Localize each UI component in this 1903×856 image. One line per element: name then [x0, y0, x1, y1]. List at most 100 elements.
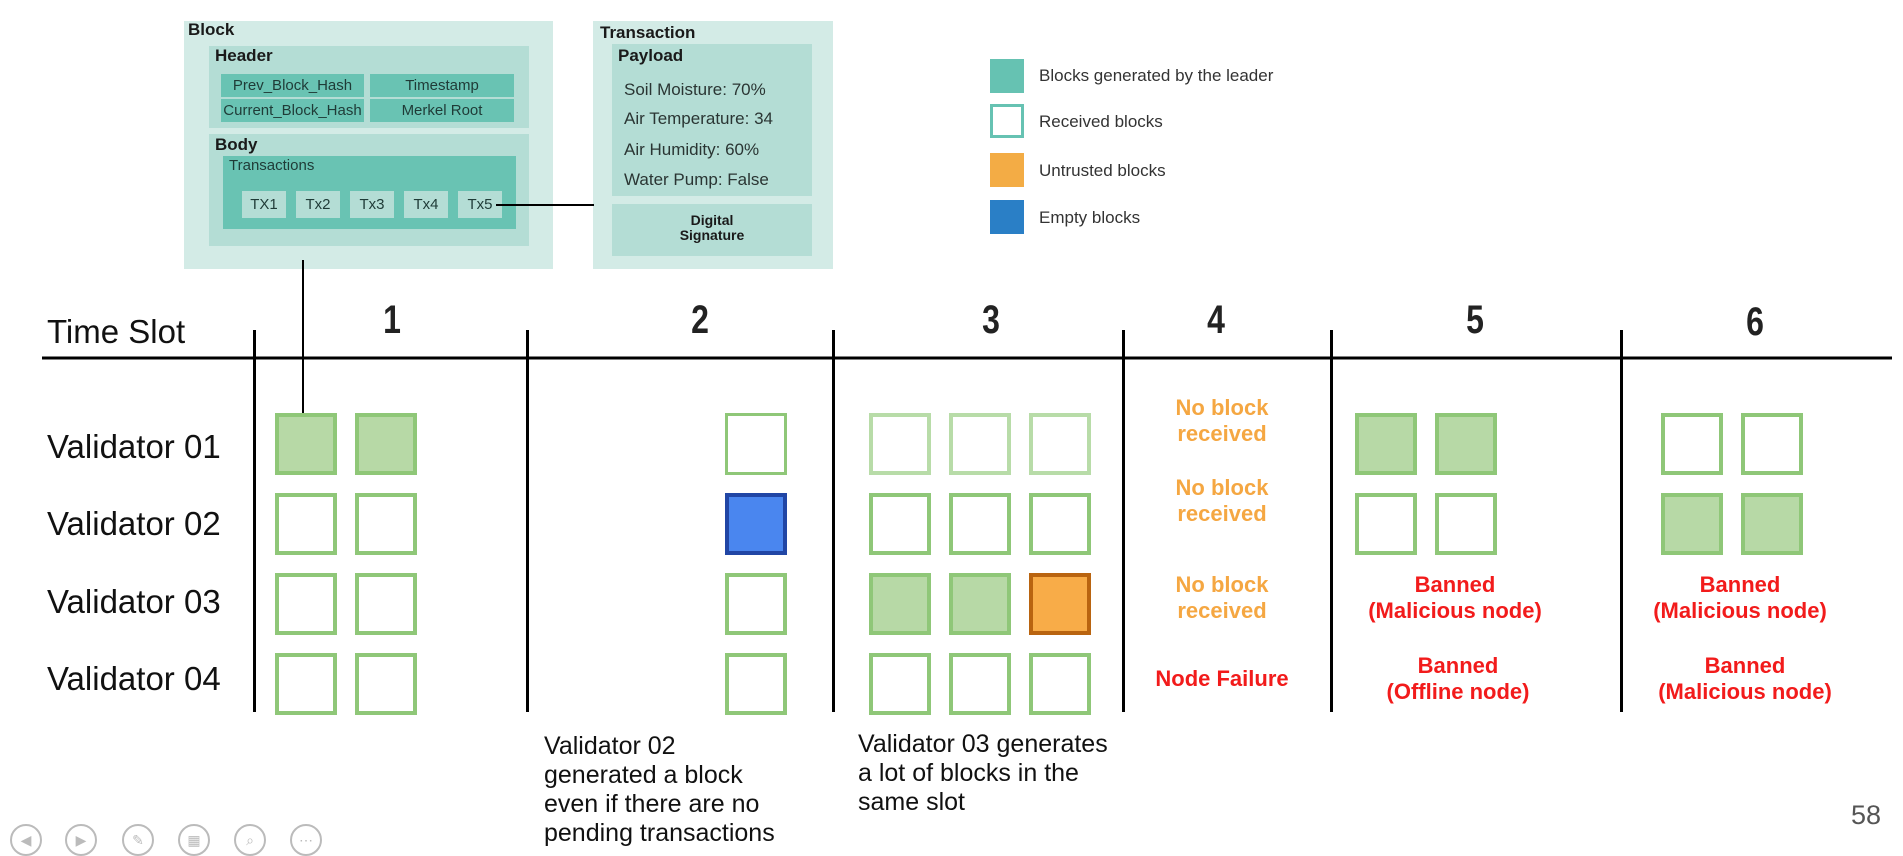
signature-line-1: Digital — [690, 212, 734, 228]
slot-4-number: 4 — [1207, 298, 1225, 342]
status-line: (Malicious node) — [1658, 679, 1832, 704]
status-line: Node Failure — [1155, 666, 1289, 691]
slides-icon[interactable]: ▦ — [178, 824, 210, 856]
merkel-root-cell: Merkel Root — [370, 99, 514, 122]
slot-3-number: 3 — [982, 298, 1000, 342]
block-received — [275, 653, 337, 715]
block-untrusted — [1029, 573, 1091, 635]
block-empty — [725, 493, 787, 555]
status-banned-malicious-v3: Banned (Malicious node) — [1345, 572, 1565, 624]
slot-divider — [1620, 330, 1623, 712]
legend-label-leader: Blocks generated by the leader — [1039, 66, 1274, 85]
status-line: (Malicious node) — [1653, 598, 1827, 623]
digital-signature-label: Digital Signature — [612, 213, 812, 243]
block-leader — [949, 573, 1011, 635]
slot-2-number: 2 — [691, 298, 709, 342]
status-line: received — [1177, 598, 1267, 623]
current-block-hash-cell: Current_Block_Hash — [221, 99, 364, 122]
transaction-title: Transaction — [600, 23, 696, 42]
page-number: 58 — [1851, 800, 1882, 830]
block-received — [1029, 413, 1091, 475]
status-node-failure-v4: Node Failure — [1132, 666, 1312, 692]
status-line: Banned — [1704, 653, 1786, 678]
status-line: No block — [1175, 395, 1269, 420]
note-line: Validator 03 generates — [858, 730, 1108, 758]
slot2-note: Validator 02 generated a block even if t… — [544, 732, 775, 848]
block-received — [355, 653, 417, 715]
status-banned-malicious-v3-slot6: Banned (Malicious node) — [1630, 572, 1850, 624]
block-leader — [1355, 413, 1417, 475]
status-banned-offline-v4: Banned (Offline node) — [1348, 653, 1568, 705]
legend-label-received: Received blocks — [1039, 112, 1163, 131]
tx2: Tx2 — [296, 191, 340, 218]
slot-1-number: 1 — [383, 298, 401, 342]
slot-divider — [526, 330, 529, 712]
block-received — [725, 573, 787, 635]
slot-6-number: 6 — [1746, 300, 1764, 344]
block-title: Block — [188, 20, 235, 39]
block-received — [275, 573, 337, 635]
status-banned-malicious-v4-slot6: Banned (Malicious node) — [1635, 653, 1855, 705]
note-line: even if there are no — [544, 790, 760, 818]
block-received — [949, 493, 1011, 555]
payload-title: Payload — [618, 46, 684, 65]
legend-swatch-untrusted — [990, 153, 1024, 187]
validator-01-label: Validator 01 — [47, 428, 221, 465]
block-received — [1029, 653, 1091, 715]
header-title: Header — [215, 46, 273, 65]
body-title: Body — [215, 135, 258, 154]
transactions-title: Transactions — [229, 157, 315, 174]
pen-icon[interactable]: ✎ — [122, 824, 154, 856]
note-line: same slot — [858, 788, 965, 816]
status-line: No block — [1175, 475, 1269, 500]
block-received — [949, 653, 1011, 715]
validator-04-label: Validator 04 — [47, 660, 221, 697]
block-received — [949, 413, 1011, 475]
tx4: Tx4 — [404, 191, 448, 218]
block-received — [725, 653, 787, 715]
back-icon[interactable]: ◀ — [10, 824, 42, 856]
block-leader — [275, 413, 337, 475]
slot-divider — [1122, 330, 1125, 712]
status-line: received — [1177, 501, 1267, 526]
validator-03-label: Validator 03 — [47, 583, 221, 620]
payload-air-temperature: Air Temperature: 34 — [624, 109, 773, 128]
tx3: Tx3 — [350, 191, 394, 218]
block-leader — [1435, 413, 1497, 475]
forward-icon[interactable]: ▶ — [65, 824, 97, 856]
legend-label-untrusted: Untrusted blocks — [1039, 161, 1166, 180]
block-received — [1661, 413, 1723, 475]
block-received — [1435, 493, 1497, 555]
status-line: received — [1177, 421, 1267, 446]
slot-5-number: 5 — [1466, 298, 1484, 342]
status-no-block-v2: No block received — [1132, 475, 1312, 527]
block-received — [275, 493, 337, 555]
note-line: pending transactions — [544, 819, 775, 847]
tx1: TX1 — [242, 191, 286, 218]
legend-swatch-leader — [990, 59, 1024, 93]
note-line: generated a block — [544, 761, 743, 789]
more-icon[interactable]: ⋯ — [290, 824, 322, 856]
prev-block-hash-cell: Prev_Block_Hash — [221, 74, 364, 97]
payload-section — [612, 44, 812, 196]
tx5: Tx5 — [458, 191, 502, 218]
status-line: Banned — [1699, 572, 1781, 597]
status-no-block-v1: No block received — [1132, 395, 1312, 447]
legend-label-empty: Empty blocks — [1039, 208, 1141, 227]
block-received — [355, 573, 417, 635]
status-no-block-v3: No block received — [1132, 572, 1312, 624]
slot-divider — [1330, 330, 1333, 712]
status-line: No block — [1175, 572, 1269, 597]
slot-divider — [832, 330, 835, 712]
note-line: Validator 02 — [544, 732, 676, 760]
status-line: (Offline node) — [1386, 679, 1530, 704]
slot-divider — [253, 330, 256, 712]
payload-soil-moisture: Soil Moisture: 70% — [624, 80, 766, 99]
zoom-icon[interactable]: ⌕ — [234, 824, 266, 856]
status-line: (Malicious node) — [1368, 598, 1542, 623]
block-received — [869, 653, 931, 715]
block-received — [1741, 413, 1803, 475]
block-received — [1355, 493, 1417, 555]
legend-swatch-empty — [990, 200, 1024, 234]
